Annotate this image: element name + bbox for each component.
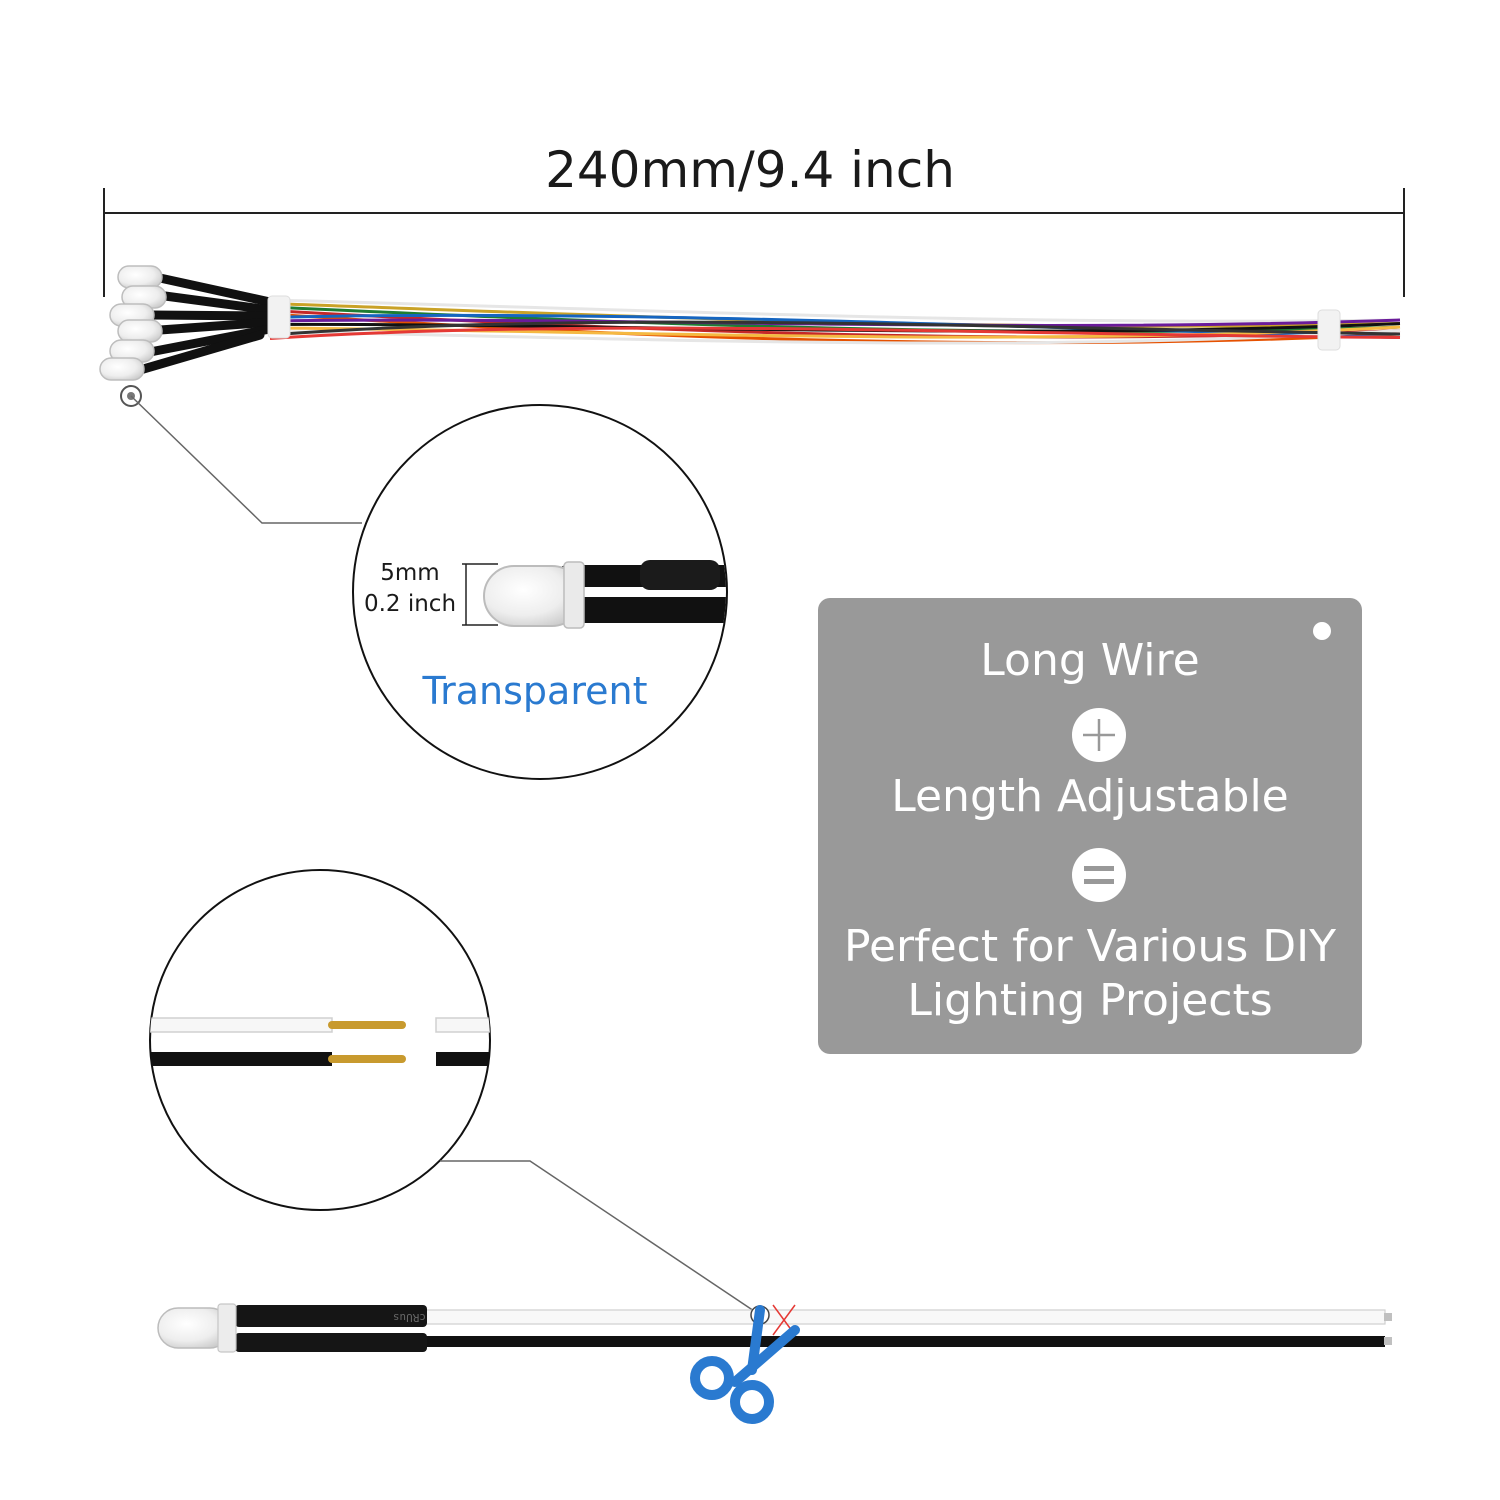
bundle-wire <box>269 298 1401 323</box>
single-led-wire: cRUus <box>157 1303 1392 1353</box>
dimension-label: 240mm/9.4 inch <box>545 141 955 199</box>
card-text-diy-line1: Perfect for Various DIY <box>843 921 1336 972</box>
led-size-bracket <box>462 563 498 626</box>
card-text-length-adjustable: Length Adjustable <box>891 771 1289 822</box>
dimension-line <box>103 188 1405 297</box>
bundle-wire <box>269 325 1401 339</box>
led-cluster <box>135 273 280 375</box>
bundle-wire <box>269 312 1401 345</box>
callout-pointer-bottom <box>440 1160 761 1316</box>
led-color-label: Transparent <box>422 669 648 713</box>
led-magnifier-circle <box>352 404 728 780</box>
wire-print: cRUus <box>393 1311 426 1324</box>
callout-pointer-top <box>120 385 362 524</box>
bundle-wire <box>269 320 1401 337</box>
bundle-wire <box>269 329 1401 345</box>
wire-bundle <box>99 265 1401 381</box>
scissors-icon <box>690 1305 800 1424</box>
wire-end-magnifier-circle <box>149 869 491 1211</box>
feature-card <box>818 598 1362 1054</box>
plus-circle-icon <box>1072 708 1126 762</box>
led-size-inch: 0.2 inch <box>363 591 457 617</box>
card-text-diy-line2: Lighting Projects <box>907 975 1273 1026</box>
bundle-wire <box>269 326 1401 340</box>
equals-circle-icon <box>1072 848 1126 902</box>
led-size-mm: 5mm <box>380 560 440 586</box>
card-text-long-wire: Long Wire <box>980 635 1200 686</box>
